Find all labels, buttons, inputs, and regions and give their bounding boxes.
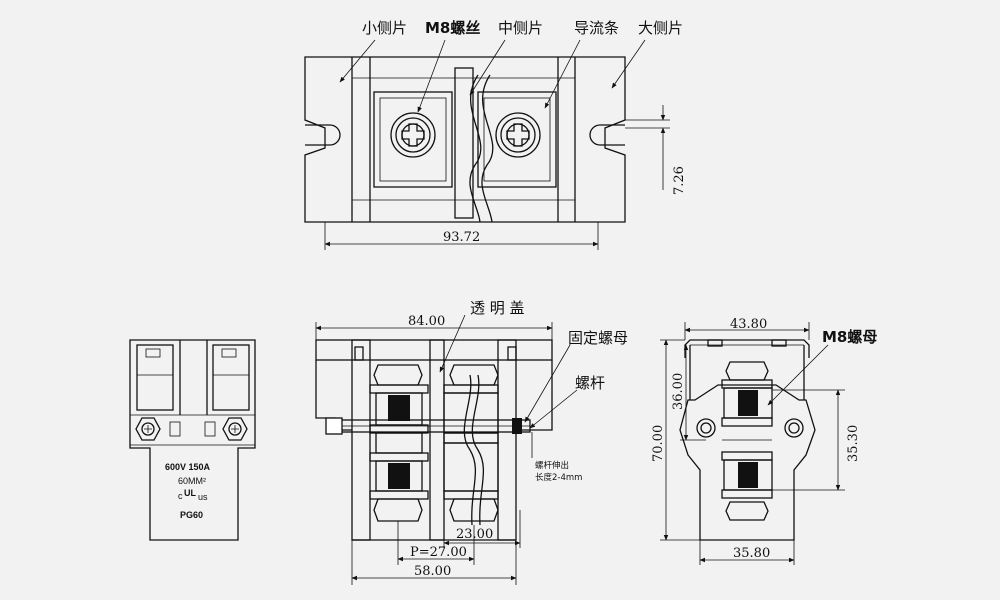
end-view (129, 339, 256, 541)
label-cert-ul: UL (184, 488, 196, 498)
label-cert-c: c (178, 491, 183, 501)
label-cert-us: us (198, 492, 208, 502)
dim-side-height: 70.00 (651, 425, 666, 462)
label-small-side-piece: 小侧片 (362, 19, 407, 37)
label-rating: 600V 150A (165, 462, 211, 472)
dim-top-height: 7.26 (672, 166, 687, 195)
top-view (304, 39, 670, 250)
dim-side-top-width: 43.80 (730, 317, 767, 332)
dim-front-bottom-width: 58.00 (414, 564, 451, 579)
label-transparent-cover: 透 明 盖 (470, 299, 525, 317)
label-m8-screw: M8螺丝 (425, 19, 480, 37)
label-conductor-bar: 导流条 (574, 19, 619, 37)
dim-side-upper-height: 36.00 (671, 373, 686, 410)
dim-side-bottom-width: 35.80 (733, 546, 770, 561)
label-wire-size: 60MM² (178, 476, 206, 486)
dim-front-inner: 23.00 (456, 527, 493, 542)
dim-front-pitch: P=27.00 (410, 545, 467, 560)
label-middle-side-piece: 中侧片 (498, 19, 543, 37)
label-model: PG60 (180, 510, 203, 520)
label-large-side-piece: 大侧片 (638, 19, 683, 37)
label-rod-extension-1: 螺杆伸出 (535, 460, 569, 471)
label-fixing-nut: 固定螺母 (568, 329, 628, 347)
dim-front-width: 84.00 (408, 314, 445, 329)
label-m8-nut: M8螺母 (822, 328, 877, 346)
front-view (315, 314, 578, 585)
label-screw-rod: 螺杆 (575, 374, 605, 392)
dim-top-width: 93.72 (443, 230, 480, 245)
side-view (660, 322, 845, 565)
label-rod-extension-2: 长度2-4mm (535, 472, 582, 483)
dim-side-hole-distance: 35.30 (846, 425, 861, 462)
